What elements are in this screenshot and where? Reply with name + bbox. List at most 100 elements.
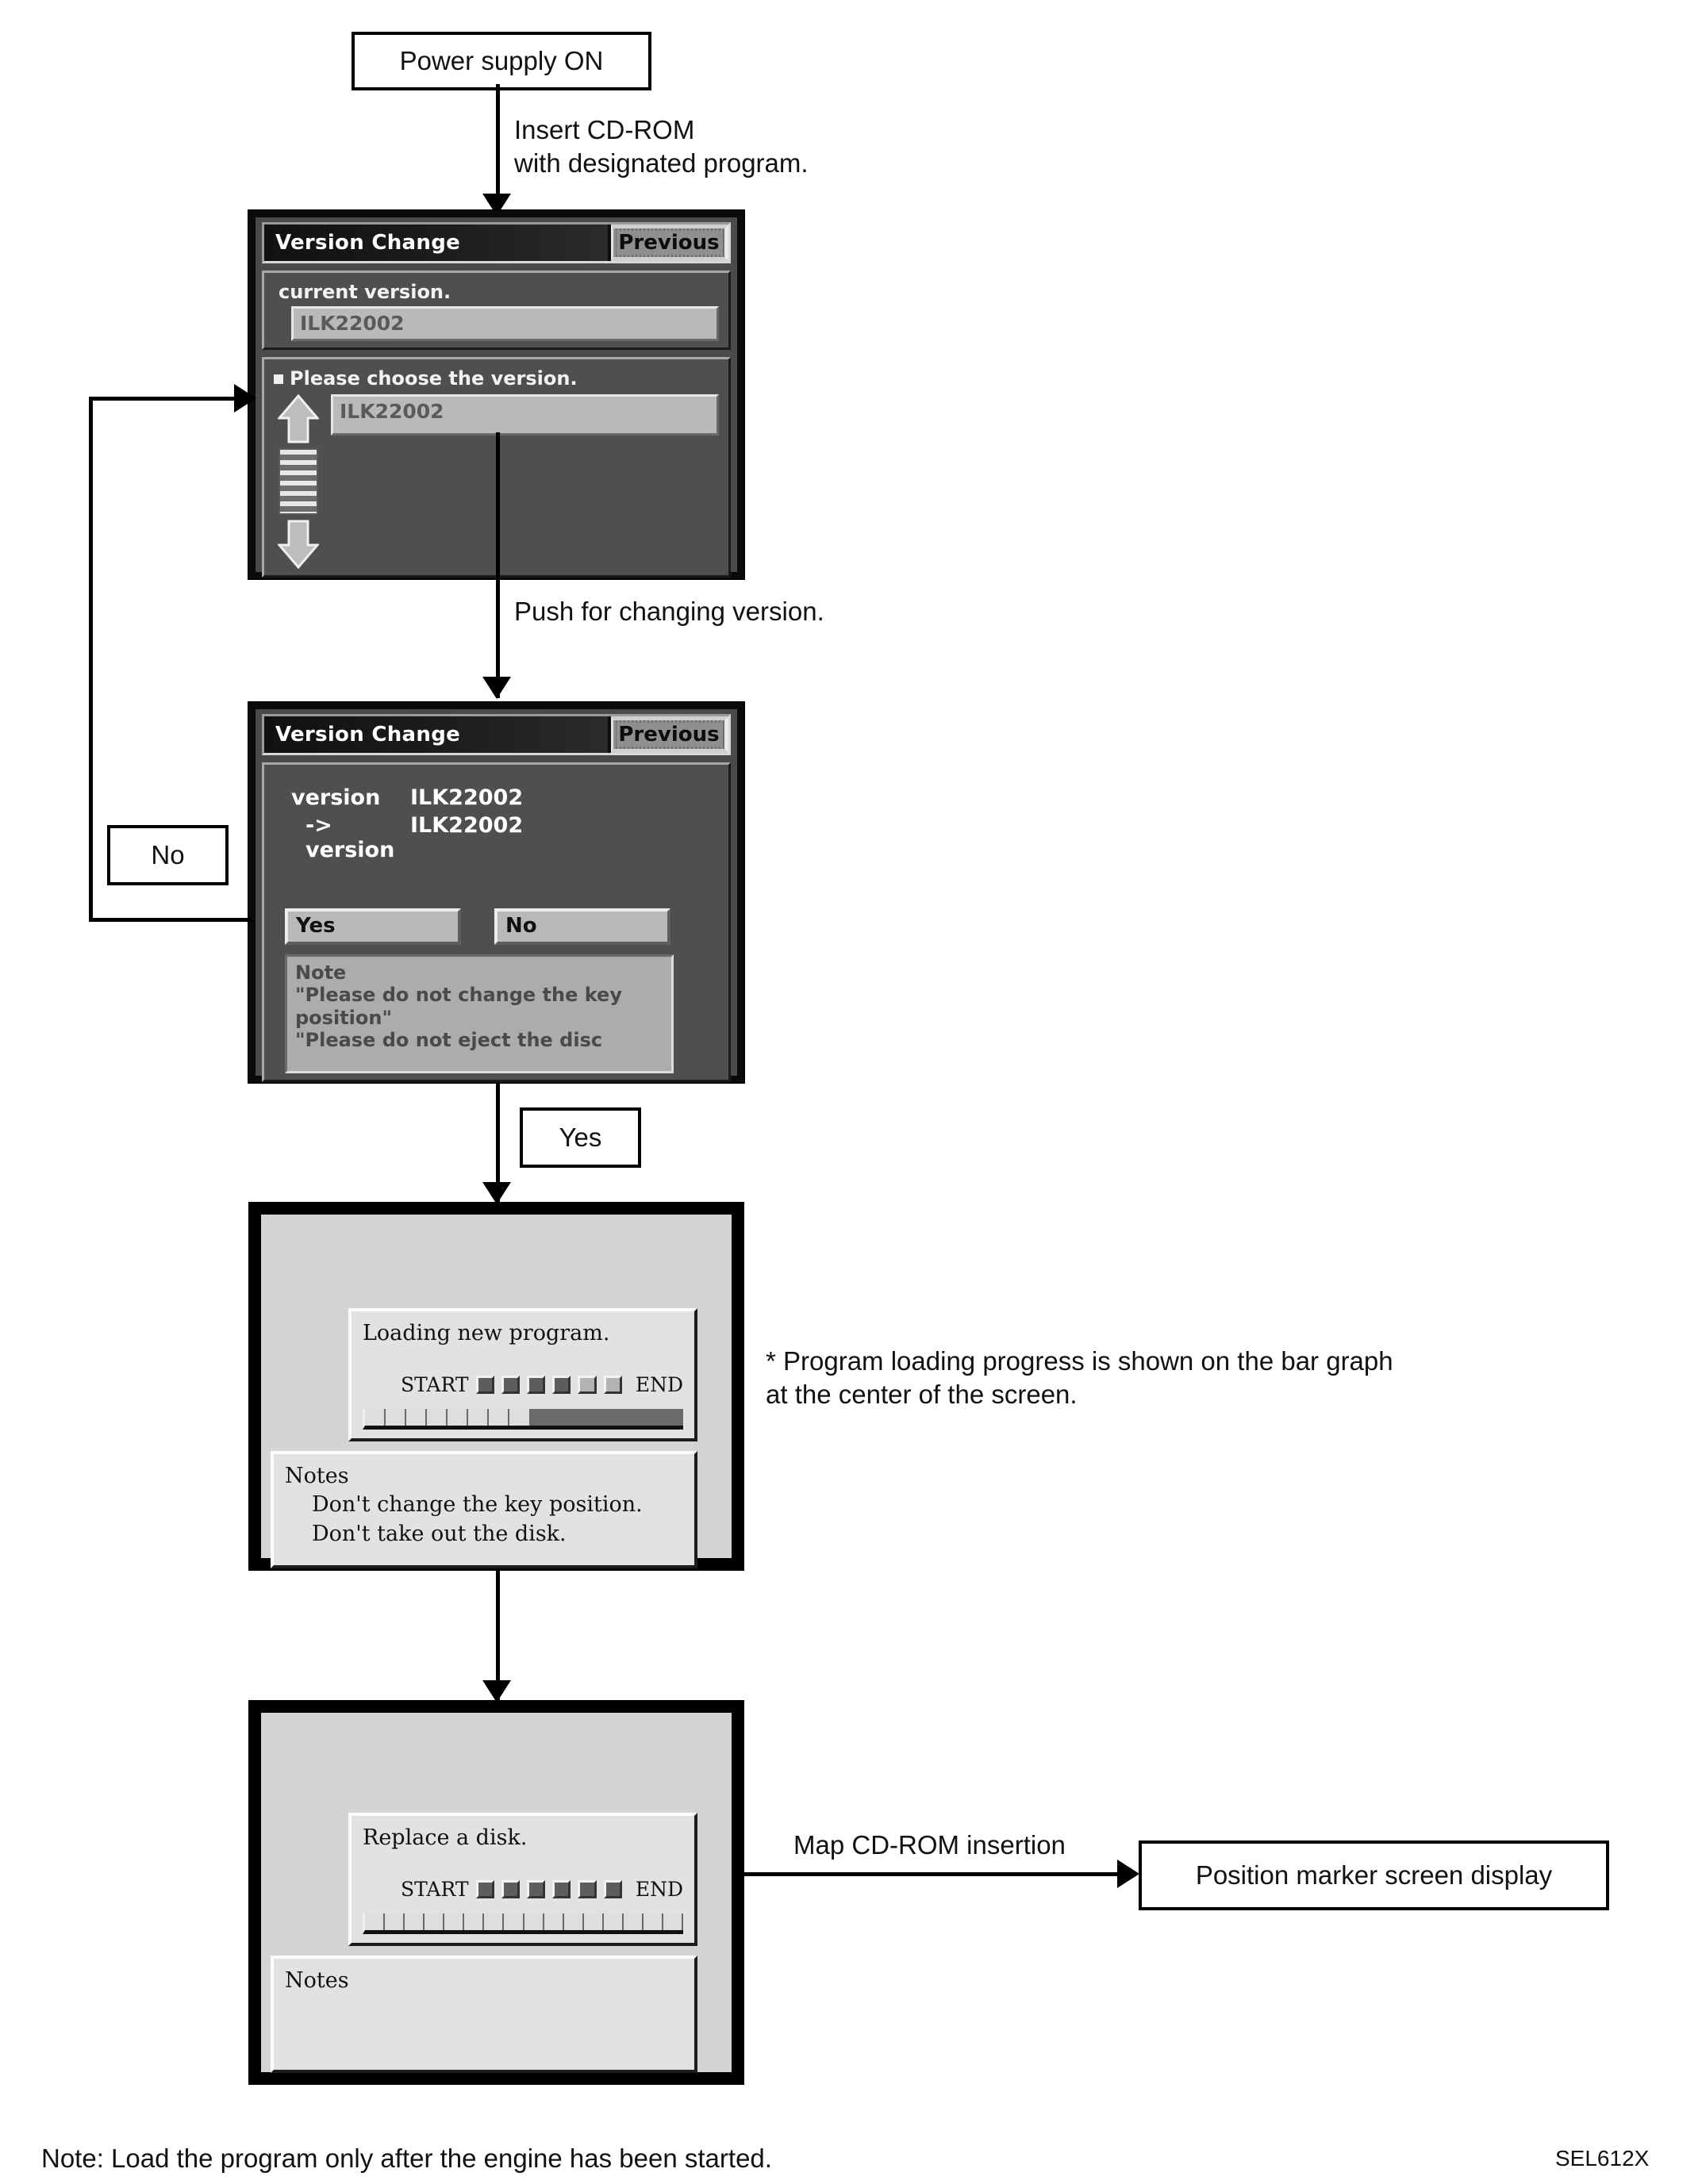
annotation-bar-graph: * Program loading progress is shown on t… xyxy=(766,1346,1393,1410)
gauge-block xyxy=(603,1880,622,1899)
connector-no-segment-vertical xyxy=(89,397,93,922)
screen-version-change-confirm: Version Change Previous version ILK22002… xyxy=(248,702,744,1083)
progress-segment xyxy=(406,1409,428,1426)
loading-block-gauge: START END xyxy=(363,1373,683,1396)
progress-segment xyxy=(448,1409,469,1426)
progress-segment xyxy=(603,1913,624,1931)
progress-segment xyxy=(425,1913,445,1931)
choose-version-value[interactable]: ILK22002 xyxy=(331,394,719,436)
end-box-label: Position marker screen display xyxy=(1195,1860,1553,1890)
titlebar-screen2: Version Change Previous xyxy=(262,714,731,755)
progress-segment xyxy=(468,1409,490,1426)
start-box-label: Power supply ON xyxy=(399,46,604,75)
loading-notes-panel: Notes Don't change the key position. Don… xyxy=(271,1451,697,1568)
confirm-note-box: Note "Please do not change the key posit… xyxy=(285,954,674,1073)
edge-label-map-cdrom: Map CD-ROM insertion xyxy=(793,1830,1066,1860)
screen2-title: Version Change xyxy=(264,716,608,753)
connector-screen2-to-screen3 xyxy=(496,1083,500,1206)
gauge-block xyxy=(578,1880,597,1899)
arrowhead-screen1-to-screen2 xyxy=(482,677,511,699)
replace-end-label: END xyxy=(635,1878,684,1902)
progress-segment-filled xyxy=(530,1409,550,1426)
progress-segment xyxy=(509,1409,531,1426)
connector-start-to-screen1 xyxy=(496,84,500,199)
replace-block-gauge: START END xyxy=(363,1878,683,1901)
gauge-block xyxy=(603,1376,622,1395)
screen-loading: Loading new program. START END xyxy=(248,1202,744,1571)
progress-segment-filled xyxy=(587,1409,607,1426)
arrow-up-icon[interactable] xyxy=(278,394,319,443)
branch-label-yes: Yes xyxy=(520,1107,641,1168)
loading-notes-body: Don't change the key position. Don't tak… xyxy=(312,1492,643,1546)
progress-segment xyxy=(405,1913,425,1931)
current-version-label: current version. xyxy=(279,281,451,303)
gauge-block xyxy=(501,1376,520,1395)
current-version-group: current version. ILK22002 xyxy=(262,271,731,350)
progress-segment-filled xyxy=(549,1409,569,1426)
edge-label-push-change: Push for changing version. xyxy=(514,597,824,626)
gauge-block xyxy=(501,1880,520,1899)
gauge-block xyxy=(552,1376,571,1395)
connector-screen3-to-screen4 xyxy=(496,1571,500,1704)
progress-segment xyxy=(365,1409,386,1426)
gauge-block xyxy=(578,1376,597,1395)
confirm-row1-label: version xyxy=(291,785,381,810)
progress-segment xyxy=(643,1913,663,1931)
loading-progress-bar xyxy=(363,1409,683,1430)
loading-message: Loading new program. xyxy=(363,1321,610,1345)
progress-segment xyxy=(544,1913,564,1931)
confirm-row1-value: ILK22002 xyxy=(410,785,524,810)
replace-start-label: START xyxy=(401,1878,469,1902)
bullet-icon xyxy=(274,374,283,384)
progress-segment-filled xyxy=(663,1409,683,1426)
branch-label-no: No xyxy=(107,825,229,885)
scrollbar-track[interactable] xyxy=(279,448,318,515)
screen-version-change-select: Version Change Previous current version.… xyxy=(248,210,744,579)
loading-notes-title: Notes xyxy=(285,1464,349,1488)
replace-progress-bar xyxy=(363,1913,683,1935)
end-box-position-marker: Position marker screen display xyxy=(1139,1840,1609,1910)
previous-button-label-2: Previous xyxy=(617,723,721,747)
progress-segment xyxy=(489,1409,510,1426)
progress-segment xyxy=(365,1913,386,1931)
arrow-down-icon[interactable] xyxy=(278,520,319,569)
progress-segment xyxy=(444,1913,465,1931)
confirm-row2-label: -> version xyxy=(305,813,395,862)
previous-button-screen1[interactable]: Previous xyxy=(611,225,728,261)
loading-end-label: END xyxy=(635,1373,684,1397)
no-button[interactable]: No xyxy=(494,908,670,945)
figure-code: SEL612X xyxy=(1555,2146,1650,2171)
confirm-body-group: version ILK22002 -> version ILK22002 Yes… xyxy=(262,762,731,1082)
gauge-block xyxy=(526,1376,546,1395)
current-version-value: ILK22002 xyxy=(291,306,719,341)
connector-no-segment-bottom xyxy=(89,918,252,922)
progress-segment xyxy=(504,1913,524,1931)
arrowhead-screen3-to-screen4 xyxy=(482,1680,511,1702)
progress-segment xyxy=(583,1913,604,1931)
choose-version-label: Please choose the version. xyxy=(274,367,719,390)
progress-segment-filled xyxy=(625,1409,645,1426)
replace-notes-panel: Notes xyxy=(271,1956,697,2073)
confirm-row2-value: ILK22002 xyxy=(410,813,524,838)
screen-replace-disk: Replace a disk. START END xyxy=(248,1700,744,2085)
replace-panel: Replace a disk. START END xyxy=(348,1813,697,1946)
screen1-title: Version Change xyxy=(264,225,608,261)
previous-button-label: Previous xyxy=(617,231,721,255)
replace-message: Replace a disk. xyxy=(363,1825,528,1850)
loading-start-label: START xyxy=(401,1373,469,1397)
titlebar-screen1: Version Change Previous xyxy=(262,222,731,263)
previous-button-screen2[interactable]: Previous xyxy=(611,716,728,753)
yes-button[interactable]: Yes xyxy=(285,908,461,945)
start-box: Power supply ON xyxy=(352,32,651,90)
branch-label-yes-text: Yes xyxy=(559,1123,602,1152)
connector-screen1-to-screen2 xyxy=(496,432,500,698)
progress-segment xyxy=(464,1913,485,1931)
gauge-block xyxy=(552,1880,571,1899)
version-scrollbar[interactable] xyxy=(274,394,323,569)
progress-segment-filled xyxy=(644,1409,664,1426)
choose-version-text: Please choose the version. xyxy=(290,367,578,390)
replace-notes-title: Notes xyxy=(285,1968,349,1993)
gauge-block xyxy=(475,1880,494,1899)
progress-segment xyxy=(484,1913,505,1931)
progress-segment-filled xyxy=(606,1409,626,1426)
